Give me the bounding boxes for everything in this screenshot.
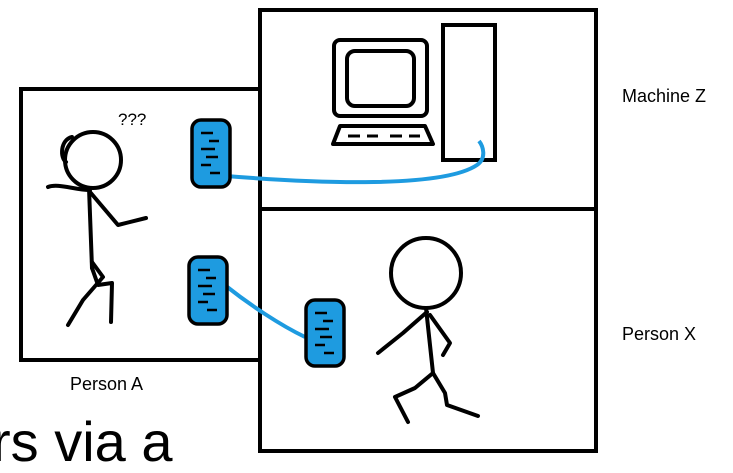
person-x-figure — [378, 238, 478, 422]
person-a-figure — [48, 132, 146, 325]
label-machine-z: Machine Z — [622, 86, 706, 107]
device-icon-middle — [189, 257, 227, 324]
computer-tower-icon — [443, 25, 495, 160]
label-person-a: Person A — [70, 374, 143, 395]
computer-monitor-icon — [334, 40, 427, 116]
keyboard-icon — [333, 126, 433, 144]
cut-off-caption-text: rs via a — [0, 414, 173, 470]
device-icon-top — [192, 120, 230, 187]
confusion-marks: ??? — [118, 110, 146, 130]
cable-to-person-x — [226, 286, 305, 337]
device-icon-bottom — [306, 300, 344, 366]
label-person-x: Person X — [622, 324, 696, 345]
